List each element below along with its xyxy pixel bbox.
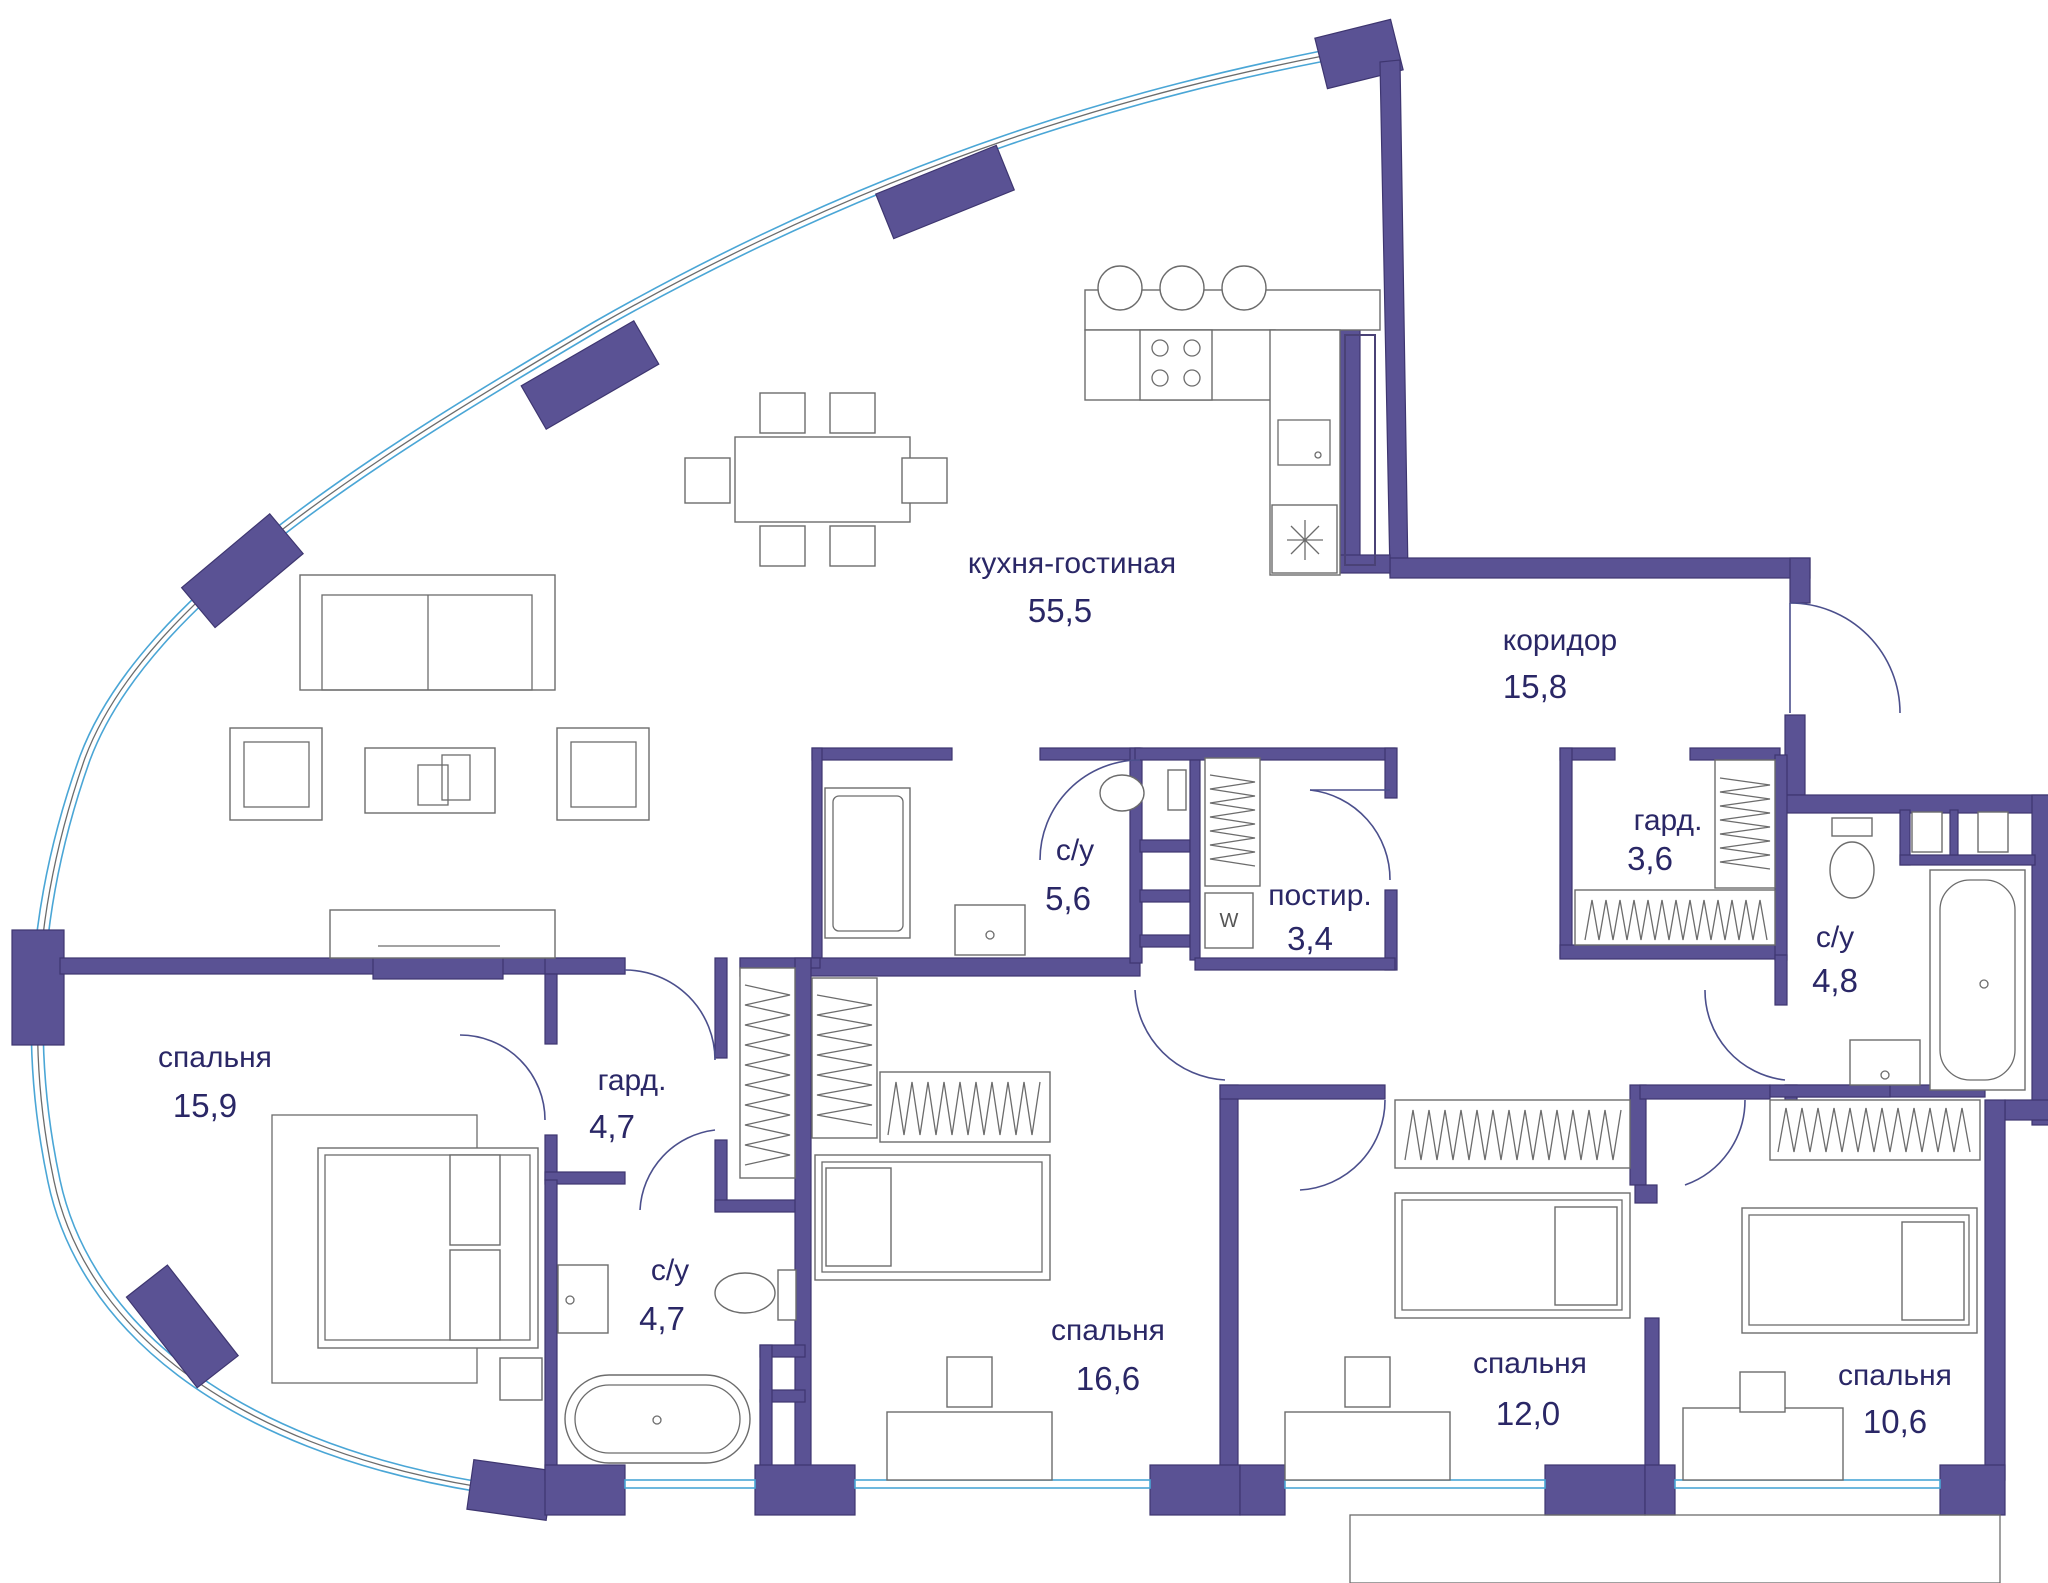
toilet-icon bbox=[1829, 817, 1875, 899]
wardrobe-icon bbox=[1204, 757, 1261, 887]
room-label: коридор bbox=[1503, 624, 1617, 657]
dining-table-icon bbox=[684, 392, 948, 567]
room-area: 3,6 bbox=[1627, 840, 1673, 877]
wardrobe-icon bbox=[739, 967, 878, 1179]
bathtub-icon bbox=[824, 787, 911, 939]
washer-icon: W bbox=[1204, 892, 1254, 949]
bathtub-icon bbox=[564, 1374, 751, 1464]
sofa-icon bbox=[299, 574, 556, 691]
room-label: с/у bbox=[651, 1254, 689, 1287]
room-label: гард. bbox=[1634, 804, 1703, 837]
room-label: спальня bbox=[158, 1041, 272, 1074]
bed-icon bbox=[814, 1154, 1051, 1281]
wardrobe-icon bbox=[1394, 1099, 1631, 1169]
armchair-icon bbox=[229, 727, 323, 821]
room-area: 4,8 bbox=[1812, 962, 1858, 999]
room-label: с/у bbox=[1056, 834, 1094, 867]
room-area: 16,6 bbox=[1076, 1360, 1140, 1397]
sink-icon bbox=[1277, 419, 1331, 466]
doors bbox=[459, 602, 1901, 1211]
washer-label: W bbox=[1220, 910, 1239, 932]
room-label: гард. bbox=[598, 1064, 667, 1097]
bed-icon bbox=[1741, 1207, 1978, 1334]
wardrobe-icon bbox=[1769, 1099, 1981, 1161]
room-area: 12,0 bbox=[1496, 1395, 1560, 1432]
coffee-table bbox=[364, 747, 496, 814]
room-label: кухня-гостиная bbox=[968, 547, 1176, 580]
facade-piers bbox=[11, 18, 1404, 1522]
room-label: спальня bbox=[1473, 1347, 1587, 1380]
room-label: спальня bbox=[1838, 1359, 1952, 1392]
room-label: постир. bbox=[1268, 879, 1371, 912]
room-label: с/у bbox=[1816, 921, 1854, 954]
room-area: 15,8 bbox=[1503, 668, 1567, 705]
room-area: 15,9 bbox=[173, 1087, 237, 1124]
cabinet bbox=[1977, 811, 2009, 853]
kitchen-island bbox=[1084, 265, 1381, 331]
tv-cabinet bbox=[329, 909, 556, 959]
bathtub-icon bbox=[1929, 869, 2026, 1091]
walls bbox=[59, 59, 2048, 1516]
room-area: 55,5 bbox=[1028, 592, 1092, 629]
bed-icon bbox=[1394, 1192, 1631, 1319]
desk-icon bbox=[1284, 1356, 1451, 1481]
sink-icon bbox=[1849, 1039, 1921, 1086]
wardrobe-icon bbox=[1574, 759, 1776, 946]
toilet-icon bbox=[714, 1269, 797, 1321]
room-labels: кухня-гостиная 55,5 коридор 15,8 с/у 5,6… bbox=[158, 547, 1952, 1440]
room-area: 4,7 bbox=[589, 1108, 635, 1145]
room-area: 10,6 bbox=[1863, 1403, 1927, 1440]
room-area: 5,6 bbox=[1045, 880, 1091, 917]
desk-icon bbox=[886, 1356, 1053, 1481]
sink-icon bbox=[954, 904, 1026, 956]
desk-icon bbox=[1682, 1371, 1844, 1481]
room-label: спальня bbox=[1051, 1314, 1165, 1347]
wardrobe-icon bbox=[879, 1071, 1051, 1143]
armchair-icon bbox=[556, 727, 650, 821]
cabinet bbox=[1911, 811, 1943, 853]
fridge-snowflake-icon bbox=[1271, 504, 1338, 574]
toilet-icon bbox=[1099, 769, 1187, 812]
bed-icon bbox=[271, 1114, 543, 1401]
room-area: 4,7 bbox=[639, 1300, 685, 1337]
sink-icon bbox=[557, 1264, 609, 1334]
stove-icon bbox=[1084, 329, 1276, 401]
tall-cabinet bbox=[1344, 334, 1376, 566]
room-area: 3,4 bbox=[1287, 920, 1333, 957]
